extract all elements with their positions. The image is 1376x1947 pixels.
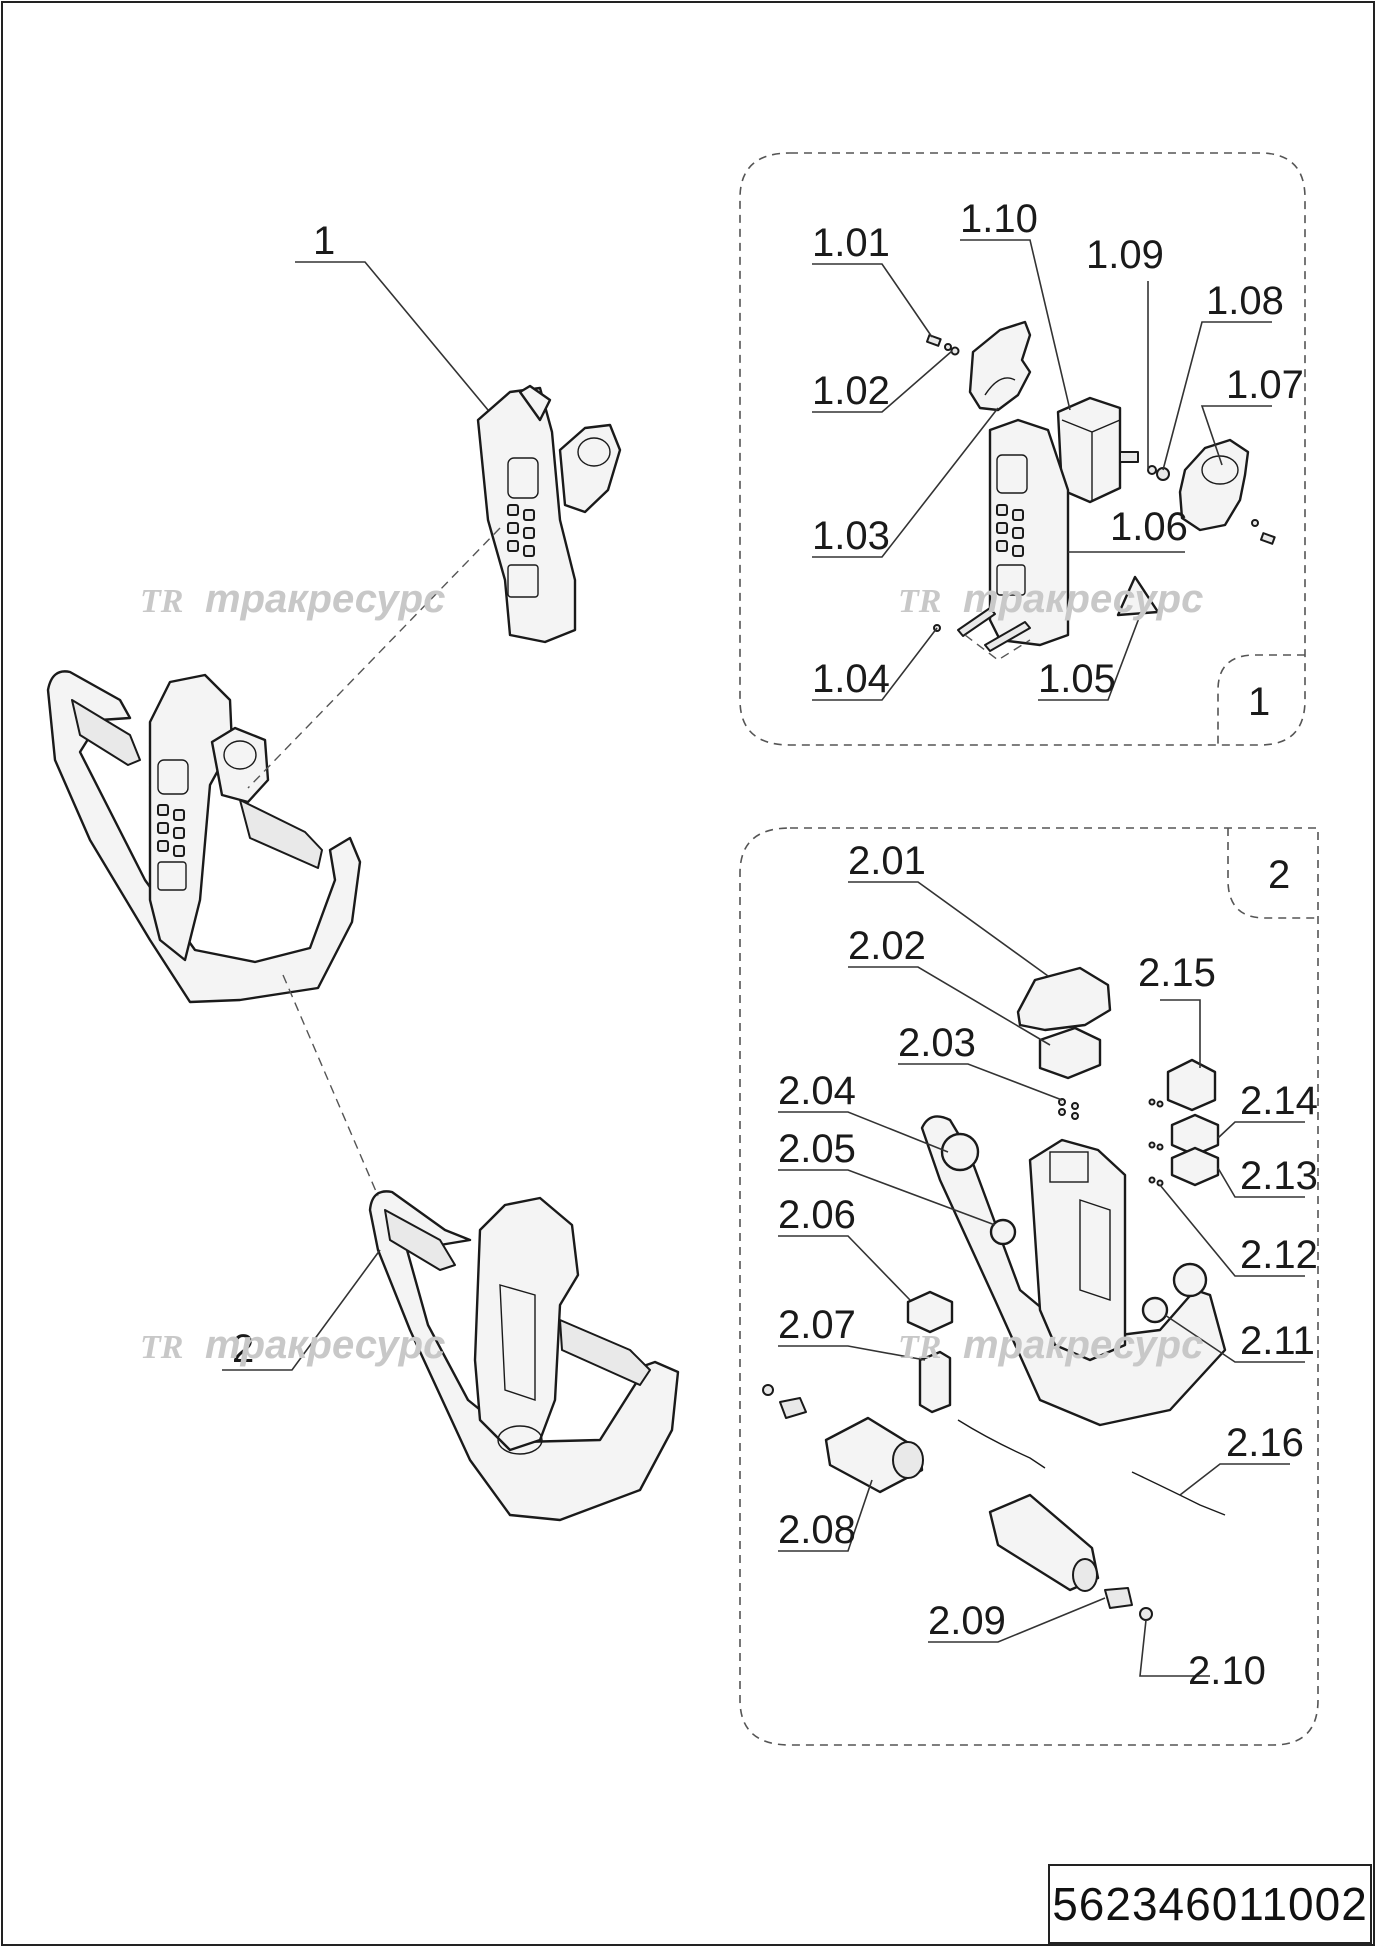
label-2-14: 2.14 (1240, 1079, 1318, 1123)
part-2-05-nut (989, 1218, 1017, 1246)
assembly-link-1 (247, 527, 501, 789)
leader-assembly-2 (222, 1249, 381, 1371)
label-2-16: 2.16 (1226, 1421, 1304, 1465)
label-2-09: 2.09 (928, 1599, 1006, 1643)
part-1-10-switch (1056, 396, 1139, 504)
label-1-02: 1.02 (812, 369, 890, 413)
label-1-09: 1.09 (1086, 233, 1164, 277)
label-2-10: 2.10 (1188, 1649, 1266, 1693)
panel-1-frame (739, 152, 1306, 746)
label-2-05: 2.05 (778, 1127, 856, 1171)
assembly-full-handle (46, 670, 362, 1004)
document-number: 562346011002 (1048, 1864, 1372, 1944)
panel-2-leaders (778, 881, 1305, 1677)
watermark-logo: TR (140, 1329, 183, 1366)
part-1-07-bracket (1178, 438, 1250, 532)
leader-assembly-1 (295, 261, 489, 411)
part-1-03-bracket (968, 320, 1032, 412)
panel-2: 2 (739, 827, 1319, 1746)
label-2-04: 2.04 (778, 1069, 856, 1113)
part-2-14-connector (1170, 1113, 1220, 1157)
assembly-1-control-head (476, 384, 622, 644)
label-assembly-2: 2 (232, 1327, 254, 1371)
label-1-07: 1.07 (1226, 363, 1304, 407)
label-1-06: 1.06 (1110, 505, 1188, 549)
label-1-10: 1.10 (960, 197, 1038, 241)
label-1-03: 1.03 (812, 514, 890, 558)
watermark-3: TR тракресурс (140, 1323, 445, 1367)
watermark-text: тракресурс (205, 577, 445, 621)
panel-1: 1 (739, 152, 1306, 746)
part-1-09-washer (1147, 465, 1157, 475)
part-2-07-terminal (918, 1350, 952, 1414)
watermark-1: TR тракресурс (140, 577, 445, 621)
part-2-04-frame (920, 1115, 1227, 1427)
part-1-05-clip (1116, 575, 1160, 617)
watermark-2: TR тракресурс (898, 577, 1203, 621)
label-2-06: 2.06 (778, 1193, 856, 1237)
label-2-01: 2.01 (848, 839, 926, 883)
part-2-08-grip (762, 1384, 924, 1494)
part-2-16-wire (1131, 1471, 1226, 1516)
watermark-logo: TR (140, 583, 183, 620)
wire-left (957, 1419, 1046, 1469)
part-2-13-connector (1170, 1146, 1220, 1187)
part-2-10-washer (1139, 1607, 1153, 1621)
watermark-logo: TR (898, 583, 941, 620)
part-2-03-pins (1058, 1098, 1079, 1120)
panel-1-leaders (812, 239, 1272, 701)
part-2-12-pins (1148, 1098, 1164, 1187)
assembly-view: 1 2 (46, 219, 680, 1522)
label-2-08: 2.08 (778, 1508, 856, 1552)
watermark-text: тракресурс (963, 1323, 1203, 1367)
part-2-01-cap (1016, 966, 1112, 1032)
part-1-02-washer (950, 346, 960, 356)
assembly-2-frame (368, 1190, 680, 1522)
part-2-06-switch (906, 1290, 954, 1334)
part-2-02-block (1038, 1026, 1102, 1080)
label-2-02: 2.02 (848, 924, 926, 968)
label-2-11: 2.11 (1240, 1319, 1315, 1363)
label-2-13: 2.13 (1240, 1154, 1318, 1198)
panel-2-corner-label: 2 (1268, 853, 1290, 897)
part-2-15-connector (1166, 1058, 1217, 1112)
part-1-06-housing (988, 418, 1070, 647)
watermark-logo: TR (898, 1329, 941, 1366)
part-1-01-screw (925, 334, 952, 351)
part-2-11-plug (1141, 1296, 1169, 1324)
label-1-04: 1.04 (812, 657, 890, 701)
watermark-text: тракресурс (963, 577, 1203, 621)
watermark-4: TR тракресурс (898, 1323, 1203, 1367)
label-1-01: 1.01 (812, 221, 890, 265)
panel-1-corner-label: 1 (1248, 680, 1270, 724)
assembly-link-2 (282, 974, 379, 1197)
watermark-text: тракресурс (205, 1323, 445, 1367)
label-2-07: 2.07 (778, 1303, 856, 1347)
part-2-09-grip (988, 1493, 1133, 1609)
panel-2-frame (739, 827, 1319, 1746)
label-1-08: 1.08 (1206, 279, 1284, 323)
label-2-12: 2.12 (1240, 1233, 1318, 1277)
label-2-03: 2.03 (898, 1021, 976, 1065)
label-1-05: 1.05 (1038, 657, 1116, 701)
label-assembly-1: 1 (313, 219, 335, 263)
label-2-15: 2.15 (1138, 951, 1216, 995)
